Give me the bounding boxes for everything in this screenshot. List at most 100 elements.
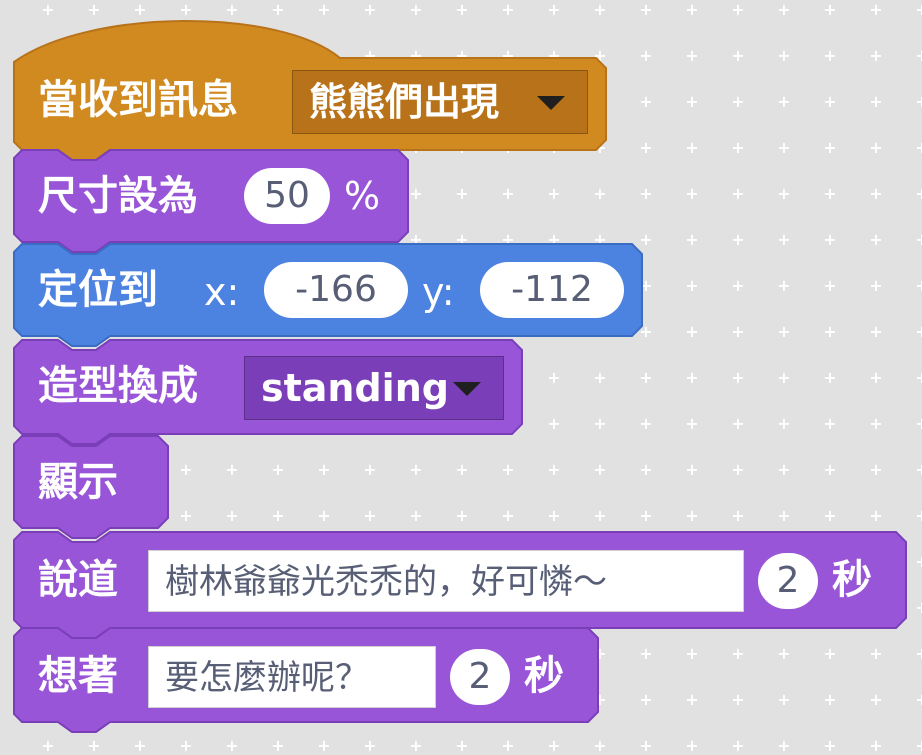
grid-plus-mark: + [869, 414, 883, 433]
grid-plus-mark: + [777, 138, 791, 157]
grid-plus-mark: + [869, 460, 883, 479]
grid-plus-mark: + [777, 276, 791, 295]
grid-plus-mark: + [869, 368, 883, 387]
grid-plus-mark: + [639, 322, 653, 341]
grid-plus-mark: + [869, 230, 883, 249]
think-seconds-input[interactable]: 2 [450, 649, 510, 705]
grid-plus-mark: + [823, 506, 837, 525]
grid-plus-mark: + [869, 276, 883, 295]
grid-plus-mark: + [915, 460, 922, 479]
grid-plus-mark: + [455, 460, 469, 479]
grid-plus-mark: + [777, 644, 791, 663]
grid-plus-mark: + [731, 690, 745, 709]
grid-plus-mark: + [915, 322, 922, 341]
say-text-input[interactable]: 樹林爺爺光禿禿的，好可憐～ [148, 550, 744, 612]
grid-plus-mark: + [639, 0, 653, 19]
grid-plus-mark: + [823, 92, 837, 111]
grid-plus-mark: + [225, 506, 239, 525]
grid-plus-mark: + [225, 0, 239, 19]
grid-plus-mark: + [547, 414, 561, 433]
grid-plus-mark: + [639, 138, 653, 157]
x-value-input[interactable]: -166 [264, 262, 408, 318]
grid-plus-mark: + [823, 138, 837, 157]
grid-plus-mark: + [869, 0, 883, 19]
grid-plus-mark: + [271, 460, 285, 479]
grid-plus-mark: + [455, 0, 469, 19]
grid-plus-mark: + [685, 92, 699, 111]
grid-plus-mark: + [731, 276, 745, 295]
grid-plus-mark: + [685, 276, 699, 295]
when-i-receive-label: 當收到訊息 [38, 77, 238, 123]
grid-plus-mark: + [501, 0, 515, 19]
grid-plus-mark: + [915, 230, 922, 249]
grid-plus-mark: + [777, 0, 791, 19]
grid-plus-mark: + [593, 368, 607, 387]
grid-plus-mark: + [685, 46, 699, 65]
grid-plus-mark: + [823, 0, 837, 19]
grid-plus-mark: + [915, 690, 922, 709]
grid-plus-mark: + [915, 506, 922, 525]
grid-plus-mark: + [685, 322, 699, 341]
grid-plus-mark: + [363, 0, 377, 19]
grid-plus-mark: + [639, 184, 653, 203]
grid-plus-mark: + [731, 92, 745, 111]
grid-plus-mark: + [869, 690, 883, 709]
grid-plus-mark: + [731, 322, 745, 341]
grid-plus-mark: + [593, 184, 607, 203]
grid-plus-mark: + [869, 138, 883, 157]
grid-plus-mark: + [409, 184, 423, 203]
grid-plus-mark: + [639, 644, 653, 663]
grid-plus-mark: + [179, 460, 193, 479]
y-value-input[interactable]: -112 [480, 262, 624, 318]
grid-plus-mark: + [685, 138, 699, 157]
show-label: 顯示 [38, 459, 118, 505]
grid-plus-mark: + [501, 184, 515, 203]
message-dropdown-value: 熊熊們出現 [309, 80, 500, 124]
grid-plus-mark: + [455, 506, 469, 525]
grid-plus-mark: + [363, 506, 377, 525]
grid-plus-mark: + [501, 506, 515, 525]
think-text-input[interactable]: 要怎麼辦呢？ [148, 646, 436, 708]
grid-plus-mark: + [179, 506, 193, 525]
grid-plus-mark: + [41, 0, 55, 19]
grid-plus-mark: + [915, 138, 922, 157]
grid-plus-mark: + [639, 460, 653, 479]
grid-plus-mark: + [179, 0, 193, 19]
grid-plus-mark: + [639, 46, 653, 65]
dropdown-arrow-icon [537, 96, 565, 110]
grid-plus-mark: + [317, 506, 331, 525]
grid-plus-mark: + [685, 460, 699, 479]
grid-plus-mark: + [685, 644, 699, 663]
grid-plus-mark: + [409, 460, 423, 479]
say-seconds-input[interactable]: 2 [758, 553, 818, 609]
grid-plus-mark: + [823, 46, 837, 65]
grid-plus-mark: + [317, 460, 331, 479]
grid-plus-mark: + [915, 276, 922, 295]
grid-plus-mark: + [593, 414, 607, 433]
grid-plus-mark: + [731, 184, 745, 203]
grid-plus-mark: + [915, 46, 922, 65]
grid-plus-mark: + [731, 460, 745, 479]
grid-plus-mark: + [639, 690, 653, 709]
message-dropdown[interactable]: 熊熊們出現 [292, 70, 588, 134]
size-value-input[interactable]: 50 [244, 168, 330, 224]
grid-plus-mark: + [823, 690, 837, 709]
costume-dropdown[interactable]: standing [244, 356, 504, 420]
show-block-shape [13, 435, 169, 539]
grid-plus-mark: + [731, 0, 745, 19]
grid-plus-mark: + [869, 644, 883, 663]
grid-plus-mark: + [547, 0, 561, 19]
grid-plus-mark: + [823, 276, 837, 295]
grid-plus-mark: + [869, 184, 883, 203]
y-label: y: [422, 270, 455, 314]
grid-plus-mark: + [685, 230, 699, 249]
grid-plus-mark: + [915, 552, 922, 571]
grid-plus-mark: + [225, 460, 239, 479]
grid-plus-mark: + [915, 644, 922, 663]
think-seconds-unit: 秒 [524, 653, 564, 699]
grid-plus-mark: + [777, 368, 791, 387]
grid-plus-mark: + [869, 506, 883, 525]
grid-plus-mark: + [731, 46, 745, 65]
grid-plus-mark: + [777, 460, 791, 479]
grid-plus-mark: + [731, 368, 745, 387]
